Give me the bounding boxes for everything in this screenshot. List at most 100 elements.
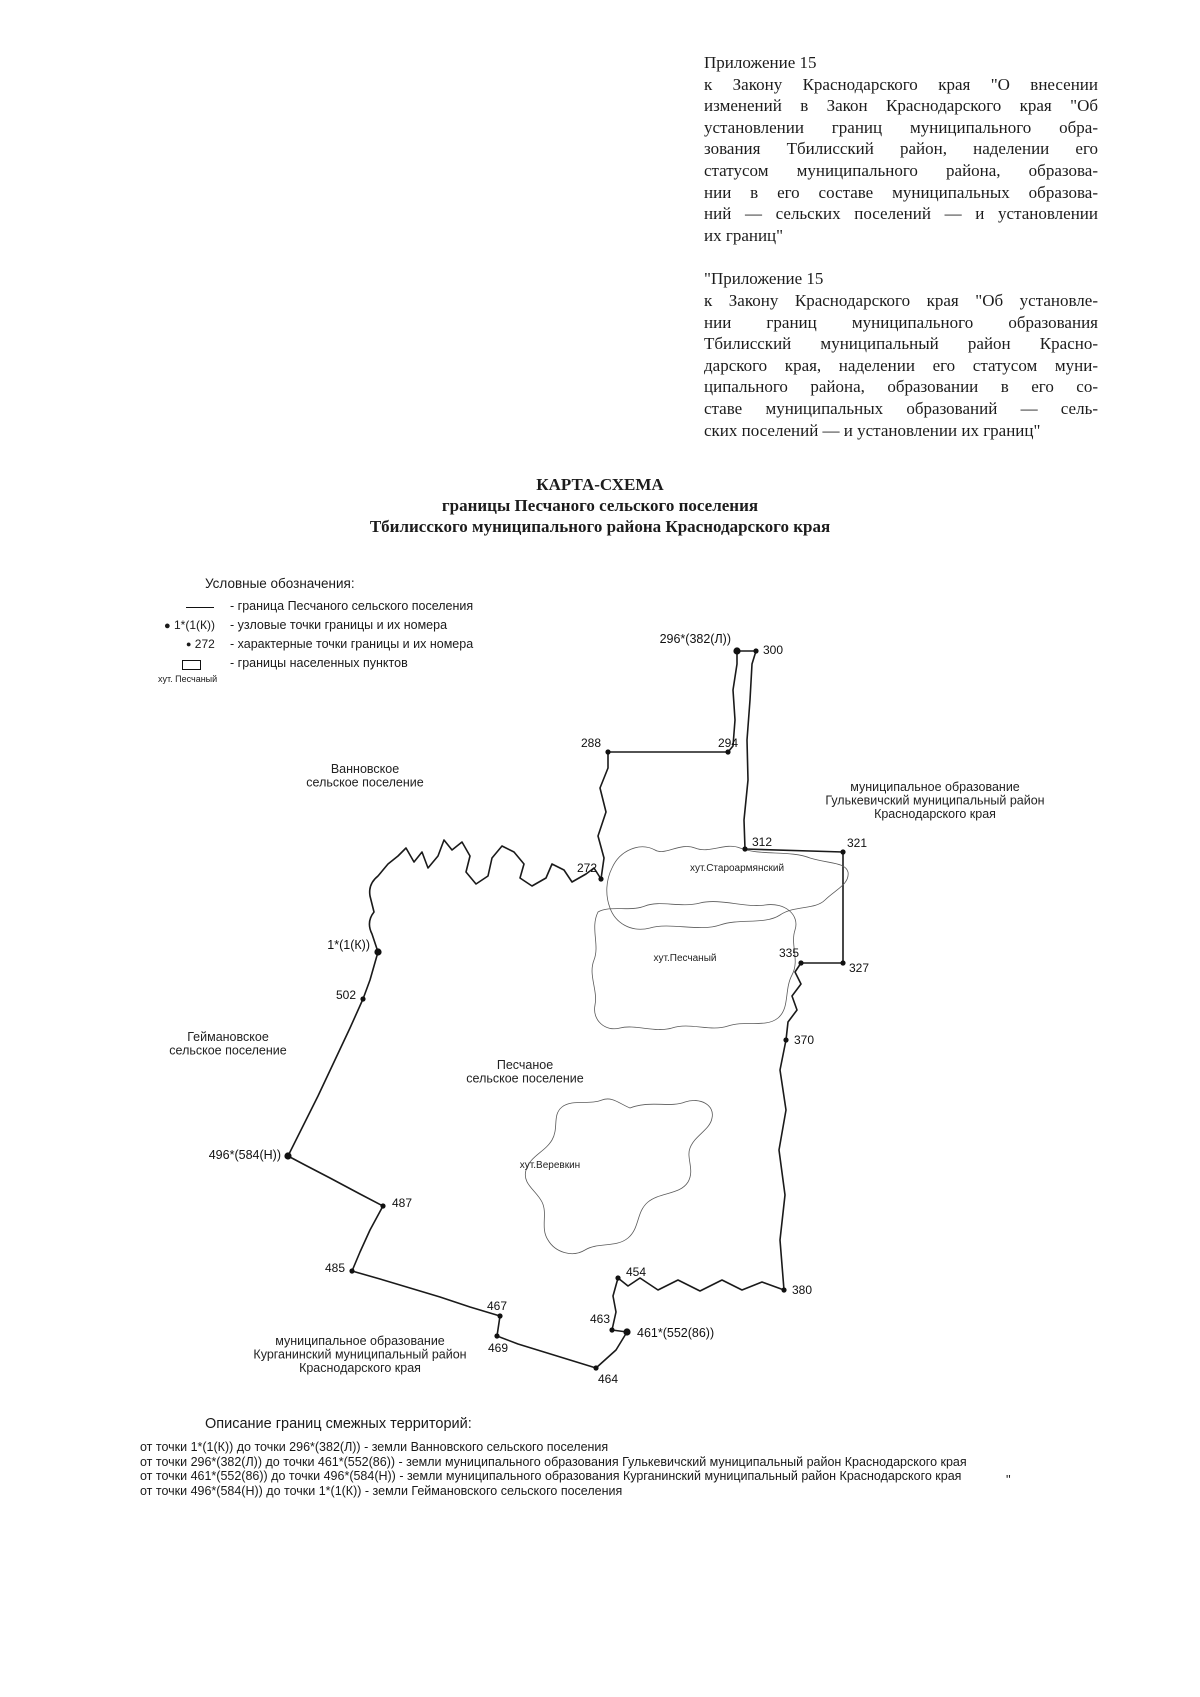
description-line: от точки 1*(1(К)) до точки 296*(382(Л)) … — [140, 1440, 609, 1454]
legend-item-label: - узловые точки границы и их номера — [230, 618, 448, 632]
title-line: Тбилисского муниципального района Красно… — [369, 517, 831, 536]
map-point-marker — [609, 1327, 615, 1333]
map-point-label: 370 — [794, 1033, 814, 1047]
region-label: Курганинский муниципальный район — [253, 1348, 466, 1362]
map-point-marker — [615, 1275, 621, 1281]
map-schema-title: КАРТА-СХЕМА границы Песчаного сельского п… — [0, 474, 1200, 537]
hamlet-label: хут.Песчаный — [654, 953, 717, 964]
header-text-line: нии в его составе муниципальных образова… — [704, 182, 1098, 202]
header-text-line: изменений в Закон Краснодарского края "О… — [704, 96, 1098, 116]
description-title: Описание границ смежных территорий: — [205, 1416, 472, 1432]
header-text-line: установлении границ муниципального обра- — [704, 117, 1098, 137]
map-point-label: 485 — [325, 1261, 345, 1275]
hamlet-label: хут.Веревкин — [520, 1160, 580, 1171]
header-text-line: к Закону Краснодарского края "Об установ… — [704, 290, 1098, 310]
map-point-label: 327 — [849, 961, 869, 975]
map-point-marker — [374, 948, 382, 956]
header-text-line: ний — сельских поселений — и установлени… — [704, 204, 1098, 224]
hamlet-verevkin-outline — [524, 1098, 713, 1254]
map-point-marker — [605, 749, 611, 755]
header-text-line: Приложение 15 — [704, 53, 817, 72]
map-point-marker — [725, 749, 731, 755]
map-point-marker — [742, 846, 748, 852]
map-point-label: 300 — [763, 643, 783, 657]
title-line: границы Песчаного сельского поселения — [441, 496, 759, 515]
node-point-symbol: ● 1*(1(К)) — [164, 618, 215, 632]
populated-place-symbol — [182, 660, 201, 670]
header-text-line: ципального района, образовании в его со- — [704, 377, 1098, 397]
legal-header: Приложение 15 к Закону Краснодарского кра… — [704, 52, 1098, 463]
adjacent-territories-description: Описание границ смежных территорий: от т… — [140, 1416, 1120, 1498]
map-point-marker — [284, 1152, 292, 1160]
map-point-marker — [598, 876, 604, 882]
hamlet-staroarmyansky-outline — [606, 845, 849, 930]
legend-item-char-points: ● 272 - характерные точки границы и их н… — [160, 635, 520, 654]
map-point-marker — [753, 648, 759, 654]
header-text-line: Тбилисский муниципальный район Красно- — [704, 334, 1098, 354]
map-point-label: 288 — [581, 736, 601, 750]
legend-item-populated-places: - границы населенных пунктов — [160, 654, 520, 673]
description-line: от точки 296*(382(Л)) до точки 461*(552(… — [140, 1454, 967, 1469]
legend-item-label: - характерные точки границы и их номера — [230, 637, 474, 651]
map-point-marker — [781, 1287, 787, 1293]
boundary-line-symbol — [186, 607, 214, 608]
map-point-label: 502 — [336, 988, 356, 1002]
node-dot-icon: ● — [164, 620, 171, 632]
legend-item-node-points: ● 1*(1(К)) - узловые точки границы и их … — [160, 616, 520, 635]
region-label: Песчаное — [497, 1058, 553, 1072]
region-label: Краснодарского края — [874, 807, 996, 821]
region-label: муниципальное образование — [275, 1334, 445, 1348]
map-point-marker — [840, 960, 846, 966]
region-label: Краснодарского края — [299, 1361, 421, 1375]
map-point-label: 464 — [598, 1372, 618, 1386]
region-label: Геймановское — [187, 1030, 269, 1044]
legend: Условные обозначения: - граница Песчаног… — [158, 576, 520, 684]
node-symbol-text: 1*(1(К)) — [174, 618, 215, 632]
map-point-label: 294 — [718, 736, 738, 750]
map-point-marker — [494, 1333, 500, 1339]
region-label: Ванновское — [331, 762, 399, 776]
char-point-symbol: ● 272 — [186, 637, 215, 651]
header-text-line: к Закону Краснодарского края "О внесении — [704, 74, 1098, 94]
hamlet-label: хут.Староармянский — [690, 863, 784, 874]
description-line: от точки 461*(552(86)) до точки 496*(584… — [140, 1469, 962, 1483]
map-point-label: 272 — [577, 861, 597, 875]
region-label: сельское поселение — [169, 1044, 286, 1058]
map-point-label: 469 — [488, 1341, 508, 1355]
header-text-line: зования Тбилисский район, наделении его — [704, 139, 1098, 159]
description-line: от точки 496*(584(Н)) до точки 1*(1(К)) … — [140, 1483, 623, 1498]
map-point-marker — [798, 960, 804, 966]
char-dot-icon: ● — [186, 639, 192, 649]
char-symbol-text: 272 — [194, 637, 215, 651]
map-point-label: 296*(382(Л)) — [660, 632, 731, 646]
map-point-marker — [783, 1037, 789, 1043]
legend-sub-label: хут. Песчаный — [158, 674, 218, 684]
map-point-label: 487 — [392, 1196, 412, 1210]
legend-item-label: - граница Песчаного сельского поселения — [230, 599, 474, 613]
map-point-label: 454 — [626, 1265, 646, 1279]
map-point-marker — [593, 1365, 599, 1371]
header-text-line: дарского края, наделении его статусом му… — [704, 355, 1098, 375]
header-text-line: нии границ муниципального образования — [704, 312, 1098, 332]
map-point-marker — [380, 1203, 386, 1209]
hamlet-peschany-outline — [591, 901, 797, 1030]
map-point-label: 461*(552(86)) — [637, 1326, 714, 1340]
title-line: КАРТА-СХЕМА — [536, 475, 664, 494]
settlement-boundary-line — [287, 650, 844, 1369]
appendix-paragraph-1: Приложение 15 к Закону Краснодарского кра… — [704, 52, 1098, 246]
map-point-label: 1*(1(К)) — [327, 938, 370, 952]
map-point-label: 335 — [779, 946, 799, 960]
map-point-marker — [840, 849, 846, 855]
map-point-marker — [497, 1313, 503, 1319]
header-text-line: статусом муниципального района, образова… — [704, 160, 1098, 180]
region-label: Гулькевичский муниципальный район — [825, 794, 1044, 808]
map-point-label: 496*(584(Н)) — [209, 1148, 281, 1162]
map-point-label: 321 — [847, 836, 867, 850]
region-label: муниципальное образование — [850, 780, 1020, 794]
map-point-label: 467 — [487, 1299, 507, 1313]
map-point-marker — [349, 1268, 355, 1274]
